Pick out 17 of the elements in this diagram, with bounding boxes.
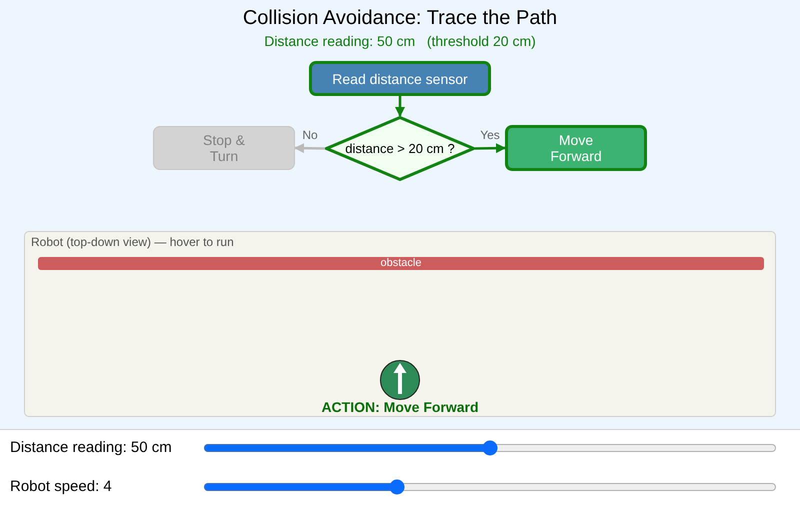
edge-label: No	[301, 128, 319, 142]
inactive-action-box: Stop & Turn	[153, 126, 295, 170]
slider-label: Robot speed: 4	[10, 478, 112, 496]
action-box: Move Forward	[505, 125, 647, 171]
process-box: Read distance sensor	[309, 61, 491, 96]
arrow	[294, 143, 326, 154]
panel-heading: Robot (top-down view) — hover to run	[31, 235, 234, 249]
action-status: ACTION: Move Forward	[320, 399, 480, 415]
arrow	[395, 96, 405, 117]
subtitle: Distance reading: 50 cm (threshold 20 cm)	[263, 33, 537, 50]
obstacle-bar: obstacle	[38, 257, 764, 270]
arrow	[474, 143, 506, 154]
slider-label: Distance reading: 50 cm	[10, 439, 172, 457]
edge-label: Yes	[479, 128, 501, 142]
decision-diamond: distance > 20 cm ?	[325, 116, 475, 181]
robot-view-panel	[24, 231, 776, 417]
title: Collision Avoidance: Trace the Path	[242, 6, 558, 30]
